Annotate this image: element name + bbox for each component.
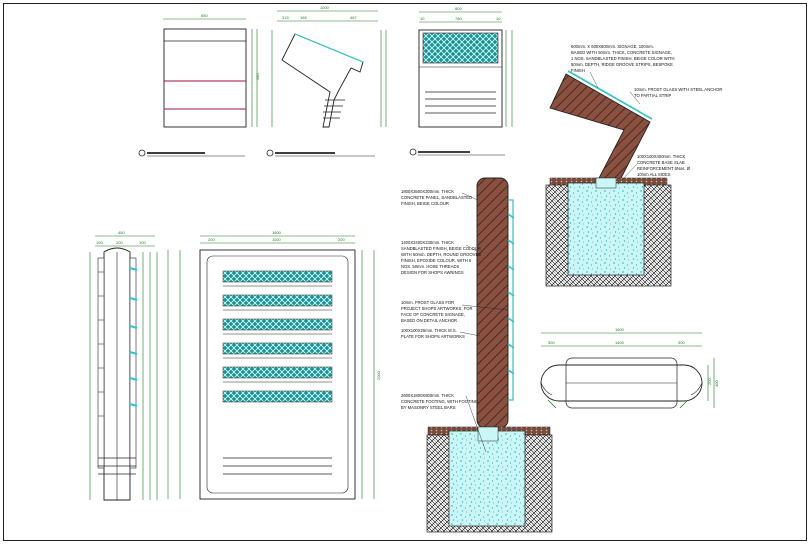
note-n7: 10mm. FROST GLASS WITH STEEL ANCHOR TO P…: [634, 87, 722, 98]
front-small-width-dim: 650: [201, 13, 208, 18]
note-n1: 1800X3500X300mm. THICK CONCRETE PANEL, S…: [401, 189, 472, 206]
front-large-seg-2: 1100: [272, 237, 281, 242]
svg-text:TO PARTIAL STRIP: TO PARTIAL STRIP: [634, 93, 672, 98]
sheet-border: [3, 3, 807, 541]
front-small-height-dim: 580: [255, 73, 260, 80]
svg-text:NOS. 50mm. HOSE THREADS: NOS. 50mm. HOSE THREADS: [401, 264, 460, 269]
svg-text:10mm. FROST GLASS WITH STEEL A: 10mm. FROST GLASS WITH STEEL ANCHOR: [634, 87, 722, 92]
svg-text:BASED ON DETAIL ANCHOR: BASED ON DETAIL ANCHOR: [401, 318, 457, 323]
svg-text:1 NOS. SANDBLASTED FINISH, BEI: 1 NOS. SANDBLASTED FINISH, BEIGE COLOR W…: [571, 56, 675, 61]
front-large-right-dim: 2000: [376, 370, 381, 380]
back-view-small: 800 10 780 10: [409, 6, 513, 156]
note-n6: 600mm. X 600X600mm. SIGNAGE, 100mm. BASE…: [571, 44, 675, 73]
front-large-seg-3: 200: [338, 237, 345, 242]
note-n4: 100X100X25mm. THICK M.S. PLATE FOR SHOPS…: [401, 328, 465, 339]
svg-text:WITH 50mm. DEPTH, ROUND GROOVE: WITH 50mm. DEPTH, ROUND GROOVES: [401, 252, 481, 257]
svg-text:BASED WITH 50mm. THICK, CONCRE: BASED WITH 50mm. THICK, CONCRETE SIGNAGE…: [571, 50, 672, 55]
side-large-seg-2: 200: [116, 240, 123, 245]
side-large-seg-1: 100: [96, 240, 103, 245]
svg-text:100X100X400mm. THICK: 100X100X400mm. THICK: [637, 154, 686, 159]
svg-text:50mm. DEPTH, RIDGE GROOVE STRI: 50mm. DEPTH, RIDGE GROOVE STRIPS, BESPOK…: [571, 62, 673, 67]
svg-text:FINISH, BEIGE COLOUR: FINISH, BEIGE COLOUR: [401, 201, 449, 206]
note-n2: 1400X2400X230mm. THICK SANDBLASTED FINIS…: [401, 240, 481, 275]
back-small-seg-1: 10: [420, 16, 425, 21]
svg-text:FINISH, EPOXIDE COLOUR, WITH 6: FINISH, EPOXIDE COLOUR, WITH 6: [401, 258, 472, 263]
svg-text:REINFORCEMENT 6Nos. Ø: REINFORCEMENT 6Nos. Ø: [637, 166, 691, 171]
side-view-large: 450 100 200 100: [89, 230, 158, 501]
svg-text:DESIGN FOR SHOPS AWNINGS: DESIGN FOR SHOPS AWNINGS: [401, 270, 464, 275]
main-section-detail: [426, 177, 553, 533]
plan-right-dim-1: 200: [707, 378, 712, 385]
svg-text:CONCRETE PANEL, SANDBLASTED: CONCRETE PANEL, SANDBLASTED: [401, 195, 472, 200]
view-marker-3: [409, 148, 417, 156]
plan-right-dim-2: 400: [714, 380, 719, 387]
svg-text:2600X1800X800mm. THICK: 2600X1800X800mm. THICK: [401, 393, 454, 398]
note-n5: 2600X1800X800mm. THICK CONCRETE FOOTING,…: [401, 393, 478, 410]
svg-text:10mm. FROST GLASS FOR: 10mm. FROST GLASS FOR: [401, 300, 454, 305]
svg-text:100X100X25mm. THICK M.S.: 100X100X25mm. THICK M.S.: [401, 328, 457, 333]
side-large-top-dim: 450: [118, 230, 125, 235]
front-view-small: 650 580: [138, 13, 260, 157]
angled-section-detail: [545, 70, 672, 287]
back-small-top-dim: 800: [455, 6, 462, 11]
svg-text:FINISH: FINISH: [571, 68, 585, 73]
svg-text:BY MASONRY STEEL BARS: BY MASONRY STEEL BARS: [401, 405, 456, 410]
plan-seg-3: 300: [678, 340, 685, 345]
view-marker-1: [138, 149, 146, 157]
side-small-top-dim: 1000: [320, 5, 330, 10]
side-small-seg-2: 165: [300, 15, 307, 20]
note-n3: 10mm. FROST GLASS FOR PROJECT SHOPS ARTW…: [401, 300, 473, 323]
svg-text:CONCRETE BASE SLAB: CONCRETE BASE SLAB: [637, 160, 685, 165]
svg-text:FACE OF CONCRETE SIGNAGE,: FACE OF CONCRETE SIGNAGE,: [401, 312, 465, 317]
svg-text:10mm ALL SIDES: 10mm ALL SIDES: [637, 172, 671, 177]
view-marker-2: [266, 149, 274, 157]
plan-view: 1600 300 1400 300 200 400: [540, 327, 719, 409]
note-n8: 100X100X400mm. THICK CONCRETE BASE SLAB …: [637, 154, 691, 177]
plan-seg-2: 1400: [615, 340, 625, 345]
side-small-seg-3: 467: [350, 15, 357, 20]
svg-text:PLATE FOR SHOPS ARTWORKS: PLATE FOR SHOPS ARTWORKS: [401, 334, 465, 339]
svg-text:600mm. X 600X600mm. SIGNAGE, 1: 600mm. X 600X600mm. SIGNAGE, 100mm.: [571, 44, 654, 49]
side-large-seg-3: 100: [139, 240, 146, 245]
front-large-seg-1: 200: [208, 237, 215, 242]
front-large-top-dim: 1600: [272, 230, 282, 235]
svg-text:1800X3500X300mm. THICK: 1800X3500X300mm. THICK: [401, 189, 454, 194]
svg-text:PROJECT SHOPS ARTWORKS, FOR: PROJECT SHOPS ARTWORKS, FOR: [401, 306, 473, 311]
back-small-seg-2: 780: [455, 16, 462, 21]
back-small-seg-3: 10: [496, 16, 501, 21]
side-view-small: 1000 315 165 467: [266, 5, 387, 157]
svg-text:SANDBLASTED FINISH, BEIGE COLO: SANDBLASTED FINISH, BEIGE COLOUR: [401, 246, 481, 251]
front-view-large: 1600 200 1100 200 2000: [167, 230, 381, 500]
plan-seg-1: 300: [548, 340, 555, 345]
plan-top-dim: 1600: [615, 327, 625, 332]
svg-text:1400X2400X230mm. THICK: 1400X2400X230mm. THICK: [401, 240, 454, 245]
svg-text:CONCRETE FOOTING, WITH FOOTING: CONCRETE FOOTING, WITH FOOTING: [401, 399, 478, 404]
side-small-seg-1: 315: [282, 15, 289, 20]
